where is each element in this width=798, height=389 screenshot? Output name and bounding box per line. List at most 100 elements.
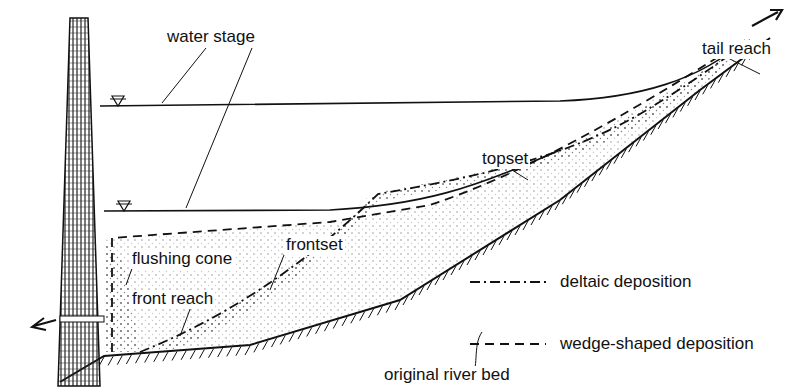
hatch-stroke	[673, 108, 678, 117]
leader-line	[512, 170, 528, 180]
wedge-deposition-line	[112, 38, 748, 352]
hatch-stroke	[643, 132, 648, 141]
hatch-stroke	[547, 206, 552, 215]
hatch-stroke	[680, 103, 685, 112]
water-level-symbol	[118, 201, 130, 211]
hatch-stroke	[523, 221, 528, 230]
hatch-stroke	[316, 325, 321, 334]
hatch-stroke	[499, 236, 504, 245]
topset-fill	[380, 42, 748, 200]
water-level-symbol	[110, 99, 126, 100]
hatch-stroke	[199, 349, 204, 358]
hatch-stroke	[117, 356, 122, 365]
hatch-stroke	[651, 126, 656, 135]
dam-body	[58, 18, 100, 386]
hatch-stroke	[333, 320, 338, 329]
hatch-stroke	[126, 355, 131, 364]
hatch-stroke	[711, 79, 716, 88]
part-label: original river bed	[382, 366, 512, 385]
hatch-stroke	[307, 327, 312, 336]
hatch-stroke	[467, 256, 472, 265]
hatch-stroke	[584, 178, 589, 187]
hatch-stroke	[342, 317, 347, 326]
hatch-stroke	[475, 251, 480, 260]
hatch-stroke	[539, 211, 544, 220]
hatch-stroke	[360, 312, 365, 321]
hatch-stroke	[570, 189, 575, 198]
hatch-stroke	[163, 352, 168, 361]
hatch-stroke	[614, 155, 619, 164]
deltaic-deposition-line	[140, 40, 750, 352]
hatch-stroke	[562, 195, 567, 204]
hatch-stroke	[658, 120, 663, 129]
hatch-stroke	[451, 266, 456, 275]
leader-line	[180, 304, 192, 336]
hatch-stroke	[254, 343, 259, 352]
part-label: front reach	[130, 290, 215, 309]
hatch-stroke	[703, 85, 708, 94]
legend-text: deltaic deposition	[558, 272, 693, 292]
hatch-stroke	[599, 166, 604, 175]
legend-line-sample	[468, 277, 548, 287]
leader-line	[162, 48, 206, 103]
hatch-stroke	[577, 184, 582, 193]
hatch-stroke	[218, 348, 223, 357]
part-label: flushing cone	[130, 250, 234, 269]
water-line	[100, 40, 745, 106]
legend-row: deltaic deposition	[468, 272, 693, 292]
hatch-stroke	[181, 351, 186, 360]
hatch-stroke	[263, 341, 268, 350]
hatch-stroke	[145, 354, 150, 363]
hatch-stroke	[369, 309, 374, 318]
hatch-stroke	[245, 346, 250, 355]
sediment-fill	[104, 45, 745, 352]
hatch-stroke	[154, 353, 159, 362]
hatch-stroke	[209, 349, 214, 358]
hatch-stroke	[386, 304, 391, 313]
hatch-stroke	[377, 306, 382, 315]
hatch-stroke	[395, 301, 400, 310]
hatch-stroke	[718, 74, 723, 83]
hatch-stroke	[435, 276, 440, 285]
hatch-stroke	[324, 322, 329, 331]
hatch-stroke	[688, 97, 693, 106]
legend-row: wedge-shaped deposition	[468, 334, 756, 354]
water-level-symbol	[116, 204, 132, 205]
hatch-stroke	[515, 226, 520, 235]
hatch-stroke	[459, 261, 464, 270]
original-river-bed	[60, 38, 770, 382]
hatch-stroke	[108, 356, 113, 365]
hatch-stroke	[289, 333, 294, 342]
part-label: tail reach	[700, 40, 773, 59]
hatch-stroke	[726, 68, 731, 77]
hatch-stroke	[695, 91, 700, 100]
water-level-symbol	[112, 96, 124, 106]
legend-line-sample	[468, 339, 548, 349]
hatch-stroke	[136, 354, 141, 363]
hatch-stroke	[636, 137, 641, 146]
hatch-stroke	[621, 149, 626, 158]
hatch-stroke	[666, 114, 671, 123]
hatch-stroke	[629, 143, 634, 152]
hatch-stroke	[298, 330, 303, 339]
hatch-stroke	[419, 286, 424, 295]
hatch-stroke	[236, 347, 241, 356]
hatch-stroke	[531, 216, 536, 225]
part-label: water stage	[165, 28, 257, 47]
leader-line	[728, 58, 760, 74]
hatch-stroke	[592, 172, 597, 181]
hatch-stroke	[227, 347, 232, 356]
outflow-arrow	[32, 318, 56, 330]
hatch-stroke	[427, 281, 432, 290]
hatch-stroke	[483, 246, 488, 255]
hatch-stroke	[280, 335, 285, 344]
part-label: topset	[480, 150, 530, 169]
hatch-stroke	[443, 271, 448, 280]
bottom-outlet	[60, 316, 104, 322]
leader-line	[186, 48, 252, 208]
hatch-stroke	[555, 201, 560, 210]
hatch-stroke	[411, 291, 416, 300]
hatch-stroke	[271, 338, 276, 347]
bed-hatching	[99, 45, 762, 366]
